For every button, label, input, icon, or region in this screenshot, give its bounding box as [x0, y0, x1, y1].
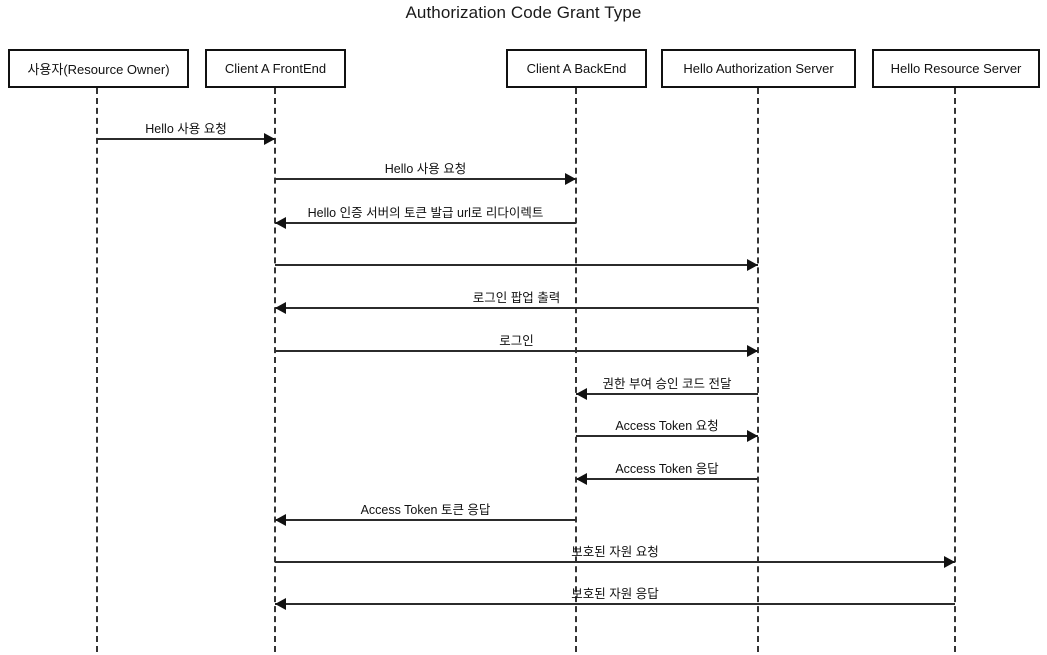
message-label-9: Access Token 응답 [615, 462, 719, 476]
message-line-1 [97, 138, 275, 140]
message-arrowhead-5 [275, 302, 286, 314]
message-arrowhead-4 [747, 259, 758, 271]
message-label-3: Hello 인증 서버의 토큰 발급 url로 리다이렉트 [307, 206, 544, 220]
message-line-2 [275, 178, 576, 180]
message-label-10: Access Token 토큰 응답 [360, 503, 491, 517]
message-line-12 [275, 603, 955, 605]
participant-label: Client A FrontEnd [224, 61, 327, 76]
message-label-2: Hello 사용 요청 [384, 162, 467, 176]
message-arrowhead-3 [275, 217, 286, 229]
participant-box-authsrv: Hello Authorization Server [661, 49, 856, 88]
message-label-12: 보호된 자원 응답 [571, 587, 659, 601]
lifeline-user [96, 88, 98, 652]
message-arrowhead-7 [576, 388, 587, 400]
lifeline-frontend [274, 88, 276, 652]
message-arrowhead-9 [576, 473, 587, 485]
message-arrowhead-12 [275, 598, 286, 610]
participant-label: Hello Authorization Server [683, 61, 834, 76]
message-label-8: Access Token 요청 [615, 419, 719, 433]
message-line-7 [576, 393, 758, 395]
participant-box-frontend: Client A FrontEnd [205, 49, 346, 88]
message-arrowhead-6 [747, 345, 758, 357]
participant-box-resrcsrv: Hello Resource Server [872, 49, 1040, 88]
message-arrowhead-1 [264, 133, 275, 145]
lifeline-authsrv [757, 88, 759, 652]
message-line-6 [275, 350, 758, 352]
message-line-5 [275, 307, 758, 309]
message-label-6: 로그인 [499, 334, 534, 348]
page-title: Authorization Code Grant Type [405, 3, 642, 22]
message-arrowhead-8 [747, 430, 758, 442]
message-line-8 [576, 435, 758, 437]
message-line-11 [275, 561, 955, 563]
message-line-9 [576, 478, 758, 480]
message-line-4 [275, 264, 758, 266]
message-arrowhead-11 [944, 556, 955, 568]
participant-label: 사용자(Resource Owner) [27, 62, 170, 77]
participant-label: Hello Resource Server [890, 61, 1022, 76]
lifeline-resrcsrv [954, 88, 956, 652]
lifeline-backend [575, 88, 577, 652]
message-line-3 [275, 222, 576, 224]
message-arrowhead-10 [275, 514, 286, 526]
message-label-5: 로그인 팝업 출력 [472, 291, 561, 305]
message-label-7: 권한 부여 승인 코드 전달 [602, 377, 732, 391]
participant-box-backend: Client A BackEnd [506, 49, 647, 88]
message-label-11: 보호된 자원 요청 [571, 545, 659, 559]
message-arrowhead-2 [565, 173, 576, 185]
participant-box-user: 사용자(Resource Owner) [8, 49, 189, 88]
message-line-10 [275, 519, 576, 521]
message-label-1: Hello 사용 요청 [145, 122, 227, 136]
participant-label: Client A BackEnd [526, 61, 627, 76]
